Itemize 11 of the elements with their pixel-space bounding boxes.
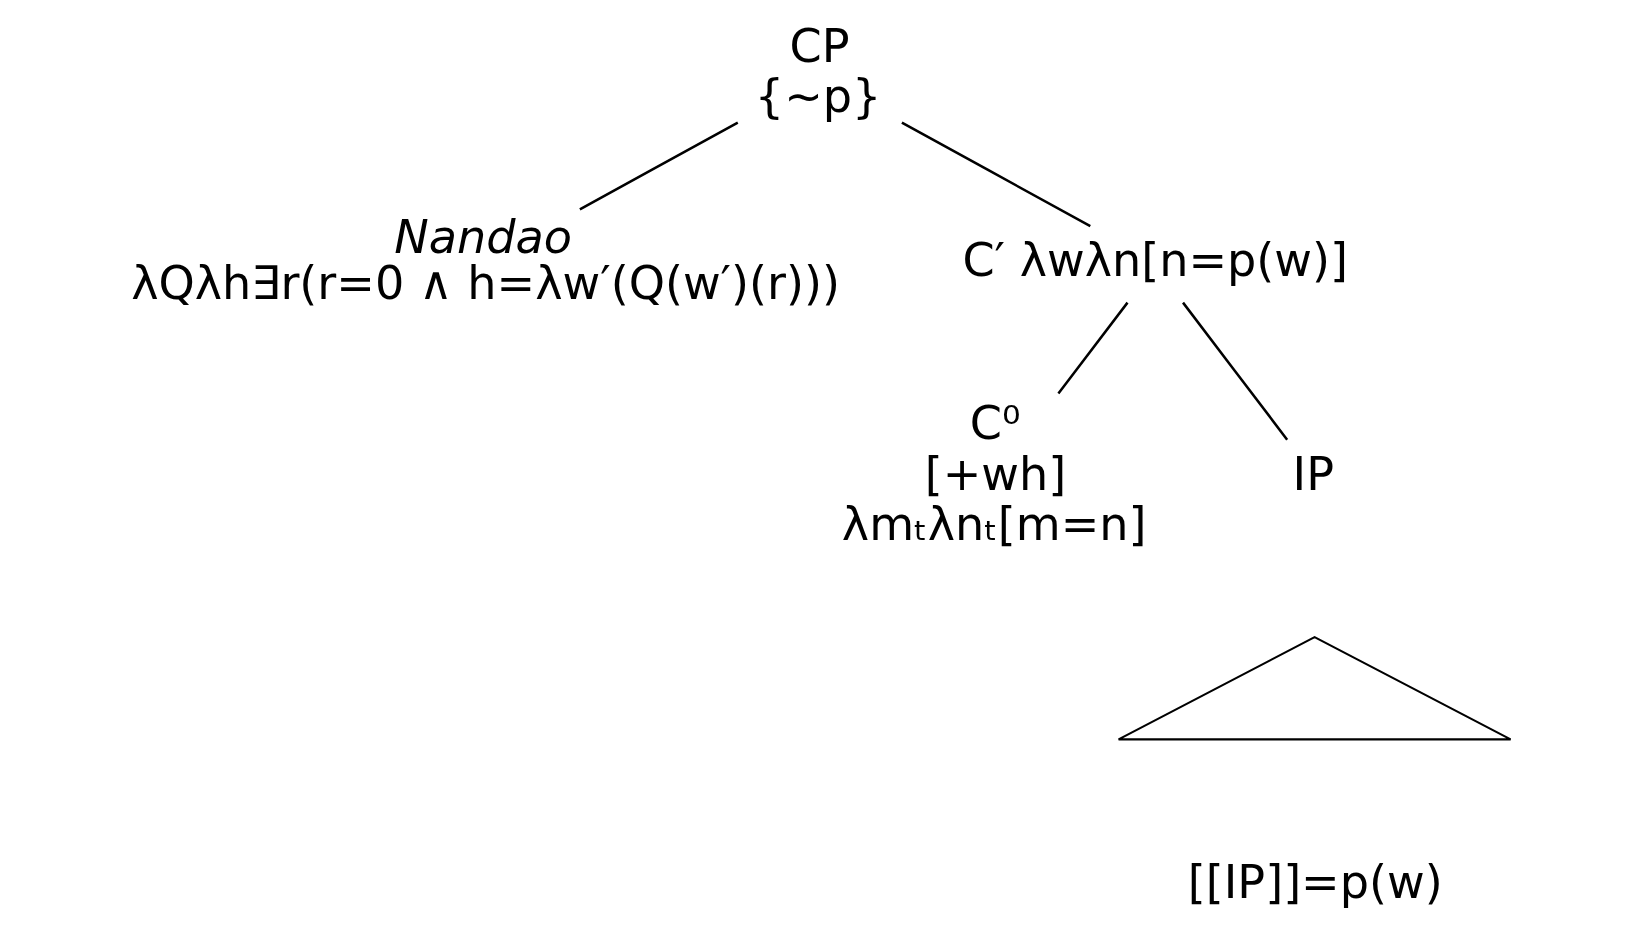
node-label: [[IP]]=p(w): [1187, 855, 1443, 910]
connector: [1182, 301, 1289, 441]
node-text: C′ λwλn[n=p(w)]: [962, 232, 1349, 287]
connector: [901, 121, 1091, 228]
connector: [1057, 301, 1129, 395]
node-text: C⁰ [+wh] λmₜλnₜ[m=n]: [841, 396, 1147, 551]
connector: [579, 121, 739, 211]
node-text: Nandao λQλh∃r(r=0 ∧ h=λw′(Q(w′)(r))): [131, 209, 840, 310]
node-text: CP {~p}: [754, 18, 882, 124]
node-text: IP: [1292, 446, 1334, 501]
node-triangle: [1117, 636, 1512, 741]
